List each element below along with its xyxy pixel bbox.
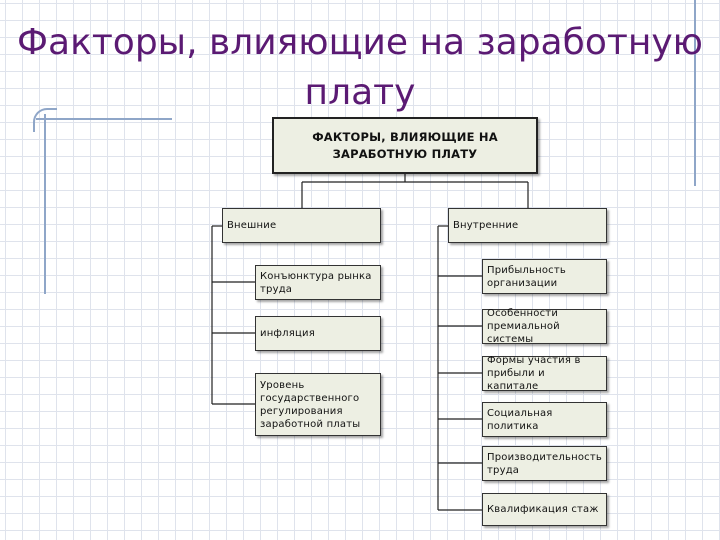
decorative-line <box>694 0 696 186</box>
external-factor-node: Конъюнктура рынка труда <box>255 265 381 300</box>
external-factor-node: Уровень государственного регулирования з… <box>255 373 381 436</box>
internal-factor-node: Производительность труда <box>482 446 607 481</box>
node-label: Прибыльность организации <box>487 264 566 289</box>
external-factors-node: Внешние <box>222 208 381 243</box>
internal-factors-node: Внутренние <box>448 208 607 243</box>
node-label: Особенности премиальной системы <box>487 308 560 345</box>
internal-factor-node: Особенности премиальной системы <box>482 308 607 345</box>
internal-factor-node: Прибыльность организации <box>482 259 607 294</box>
internal-factor-node: Квалификация стаж <box>482 493 607 526</box>
root-node: ФАКТОРЫ, ВЛИЯЮЩИЕ НА ЗАРАБОТНУЮ ПЛАТУ <box>272 117 538 174</box>
node-label: Конъюнктура рынка труда <box>260 270 372 295</box>
node-label: Производительность труда <box>487 451 602 476</box>
root-node-label: ФАКТОРЫ, ВЛИЯЮЩИЕ НА ЗАРАБОТНУЮ ПЛАТУ <box>312 129 498 161</box>
node-label: инфляция <box>260 328 315 339</box>
node-label: Внутренние <box>453 220 519 231</box>
node-label: Квалификация стаж <box>487 504 599 515</box>
slide-title: Факторы, влияющие на заработную плату <box>17 22 703 113</box>
decorative-line <box>44 114 46 294</box>
decorative-line <box>36 118 172 120</box>
node-label: Уровень государственного регулирования з… <box>260 379 361 430</box>
node-label: Внешние <box>227 220 277 231</box>
node-label: Социальная политика <box>487 407 553 432</box>
node-label: Формы участия в прибыли и капитале <box>487 355 581 392</box>
internal-factor-node: Социальная политика <box>482 402 607 437</box>
external-factor-node: инфляция <box>255 316 381 351</box>
internal-factor-node: Формы участия в прибыли и капитале <box>482 355 607 392</box>
decorative-curve <box>33 108 57 132</box>
